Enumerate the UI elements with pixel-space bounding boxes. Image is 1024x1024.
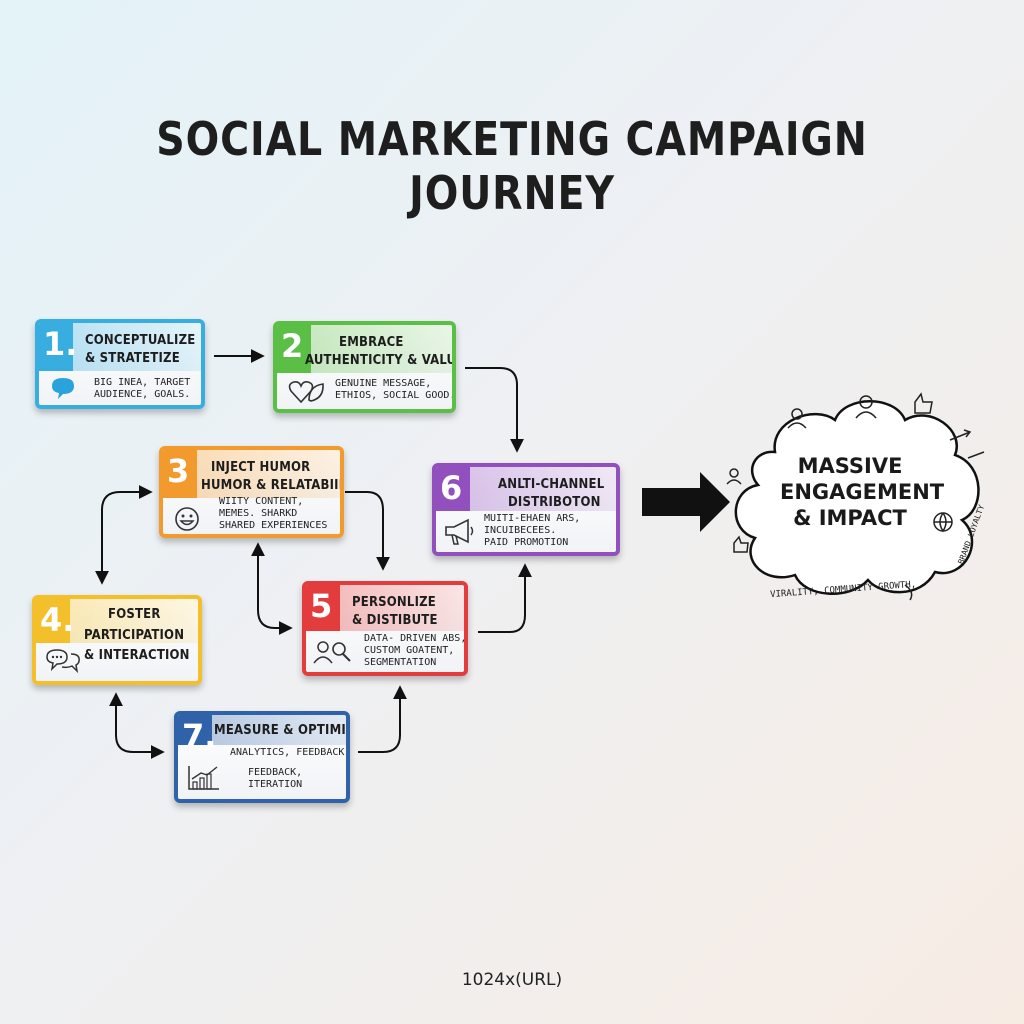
step-number: 6 xyxy=(440,469,463,507)
footer-caption: 1024x(URL) xyxy=(461,970,563,990)
step-number: 4. xyxy=(40,601,75,639)
step-card-4[interactable]: 4. FOSTER PARTICIPATION & INTERACTION xyxy=(32,595,202,685)
step-title-line-1: CONCEPTUALIZE xyxy=(85,333,196,348)
step-title-line-1: ANLTI-CHANNEL xyxy=(498,477,605,492)
megaphone-icon xyxy=(445,518,474,545)
step-card-2[interactable]: 2 EMBRACE AUTHENTICITY & VALUES GENUINE … xyxy=(273,321,456,413)
step-title-line-1: FOSTER xyxy=(108,607,161,622)
step-number: 5 xyxy=(310,587,333,625)
step-number: 7. xyxy=(182,717,217,755)
growth-chart-icon xyxy=(188,766,219,790)
step-subtitle: ANALYTICS, FEEDBACK, xyxy=(230,747,350,758)
step-description: MUITI-EHAEN ARS,INCUIBECEES.PAID PROMOTI… xyxy=(484,513,581,548)
step-card-header xyxy=(306,585,464,631)
arrow-3-to-5-loop xyxy=(251,542,293,635)
step-title-line-1: INJECT HUMOR xyxy=(211,460,311,475)
page-title: SOCIAL MARKETING CAMPAIGN JOURNEY xyxy=(156,112,868,220)
outcome-cloud xyxy=(726,392,985,601)
step-card-3[interactable]: 3 INJECT HUMOR HUMOR & RELATABIILY WIITY… xyxy=(159,446,344,538)
audience-search-icon xyxy=(313,641,351,664)
step-title-line-3: & INTERACTION xyxy=(84,648,190,663)
step-title-line-2: HUMOR & RELATABIILY xyxy=(201,478,344,493)
step-card-header xyxy=(178,715,346,745)
step-title-line-1: EMBRACE xyxy=(339,335,404,350)
step-card-6[interactable]: 6 ANLTI-CHANNEL DISTRIBOTON MUITI-EHAEN … xyxy=(432,463,620,556)
step-title-line-2: AUTHENTICITY & VALUES xyxy=(305,353,456,368)
chat-bubbles-icon xyxy=(46,649,80,674)
step-title-line-2: & STRATETIZE xyxy=(85,351,180,366)
step-card-header xyxy=(436,467,616,511)
step-card-5[interactable]: 5 PERSONLIZE & DISTIBUTE DATA- DRIVEN AB… xyxy=(302,581,468,676)
arrow-3-to-5 xyxy=(345,491,390,571)
step-description: GENUINE MESSAGE,ETHIOS, SOCIAL GOOD. xyxy=(335,378,456,401)
arrow-2-to-6 xyxy=(465,367,524,453)
arrow-3-to-4 xyxy=(95,485,153,585)
step-card-1[interactable]: 1. CONCEPTUALIZE & STRATETIZE BIG INEA, … xyxy=(35,319,205,409)
arrow-7-to-5 xyxy=(358,685,407,753)
step-description: DATA- DRIVEN ABS,CUSTOM GOATENT,SEGMENTA… xyxy=(364,633,467,668)
step-title-line-1: MEASURE & OPTIMIZE xyxy=(214,723,350,738)
heart-leaf-icon xyxy=(288,381,324,404)
speech-bubble-icon xyxy=(52,378,74,399)
step-description: FEEDBACK,ITERATION xyxy=(248,767,303,790)
step-title-line-1: PERSONLIZE xyxy=(352,595,436,610)
step-card-header xyxy=(36,599,198,643)
step-number: 2 xyxy=(281,327,304,365)
arrow-4-to-7 xyxy=(109,692,165,759)
outcome-title: MASSIVE ENGAGEMENT & IMPACT xyxy=(780,454,945,530)
step-card-header xyxy=(277,325,452,373)
arrow-5-to-6 xyxy=(478,563,532,633)
big-arrow-to-outcome xyxy=(642,472,730,532)
step-card-header xyxy=(163,450,340,498)
step-title-line-2: PARTICIPATION xyxy=(84,628,185,643)
step-title-line-2: DISTRIBOTON xyxy=(508,495,601,510)
step-number: 3 xyxy=(167,452,190,490)
step-title-line-2: & DISTIBUTE xyxy=(352,613,438,628)
step-card-header xyxy=(39,323,201,371)
step-card-7[interactable]: 7. MEASURE & OPTIMIZE ANALYTICS, FEEDBAC… xyxy=(174,711,350,803)
step-number: 1. xyxy=(43,325,78,363)
smiley-icon xyxy=(175,507,199,531)
